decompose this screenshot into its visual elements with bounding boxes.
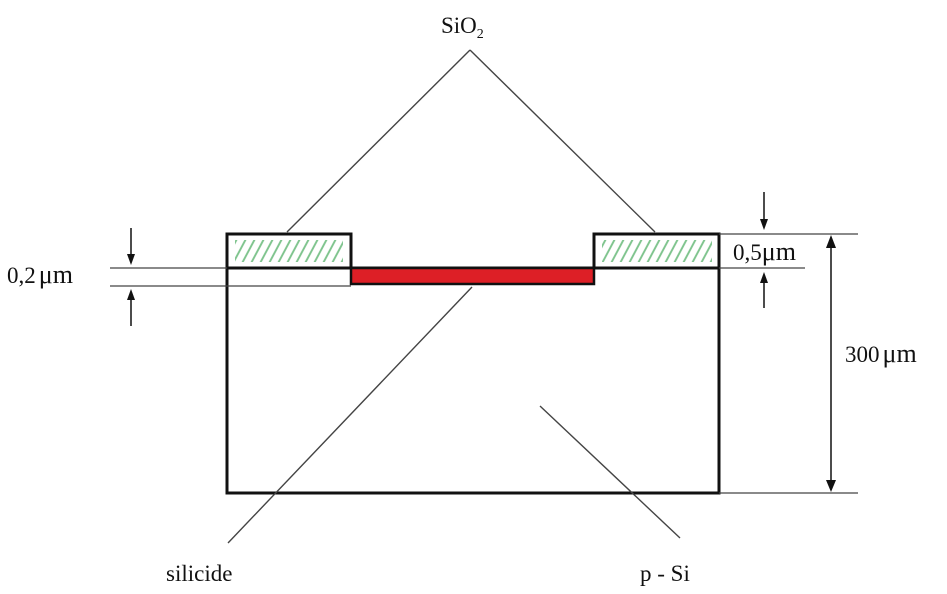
sio2-leader-right xyxy=(469,49,656,233)
dim02-arrowhead-bottom xyxy=(127,289,135,300)
sio2-leader-left xyxy=(286,49,471,233)
dim05-label: 0,5μm xyxy=(733,237,796,266)
dim02-arrowhead-top xyxy=(127,254,135,265)
dim300-arrowhead-top xyxy=(826,235,836,248)
silicide-leader xyxy=(227,286,473,544)
silicide-label: silicide xyxy=(166,561,232,586)
sio2-label: SiO2 xyxy=(441,13,484,42)
dim300-arrowhead-bottom xyxy=(826,480,836,492)
oxide-hatch-right xyxy=(602,240,712,262)
psi-leader xyxy=(539,405,681,539)
dim05-arrowhead-top xyxy=(760,219,768,230)
oxide-hatch-left xyxy=(235,240,343,262)
psi-label: p - Si xyxy=(640,561,690,586)
dim05-arrowhead-bottom xyxy=(760,272,768,283)
silicide-layer xyxy=(349,266,596,286)
substrate-block xyxy=(225,266,721,495)
